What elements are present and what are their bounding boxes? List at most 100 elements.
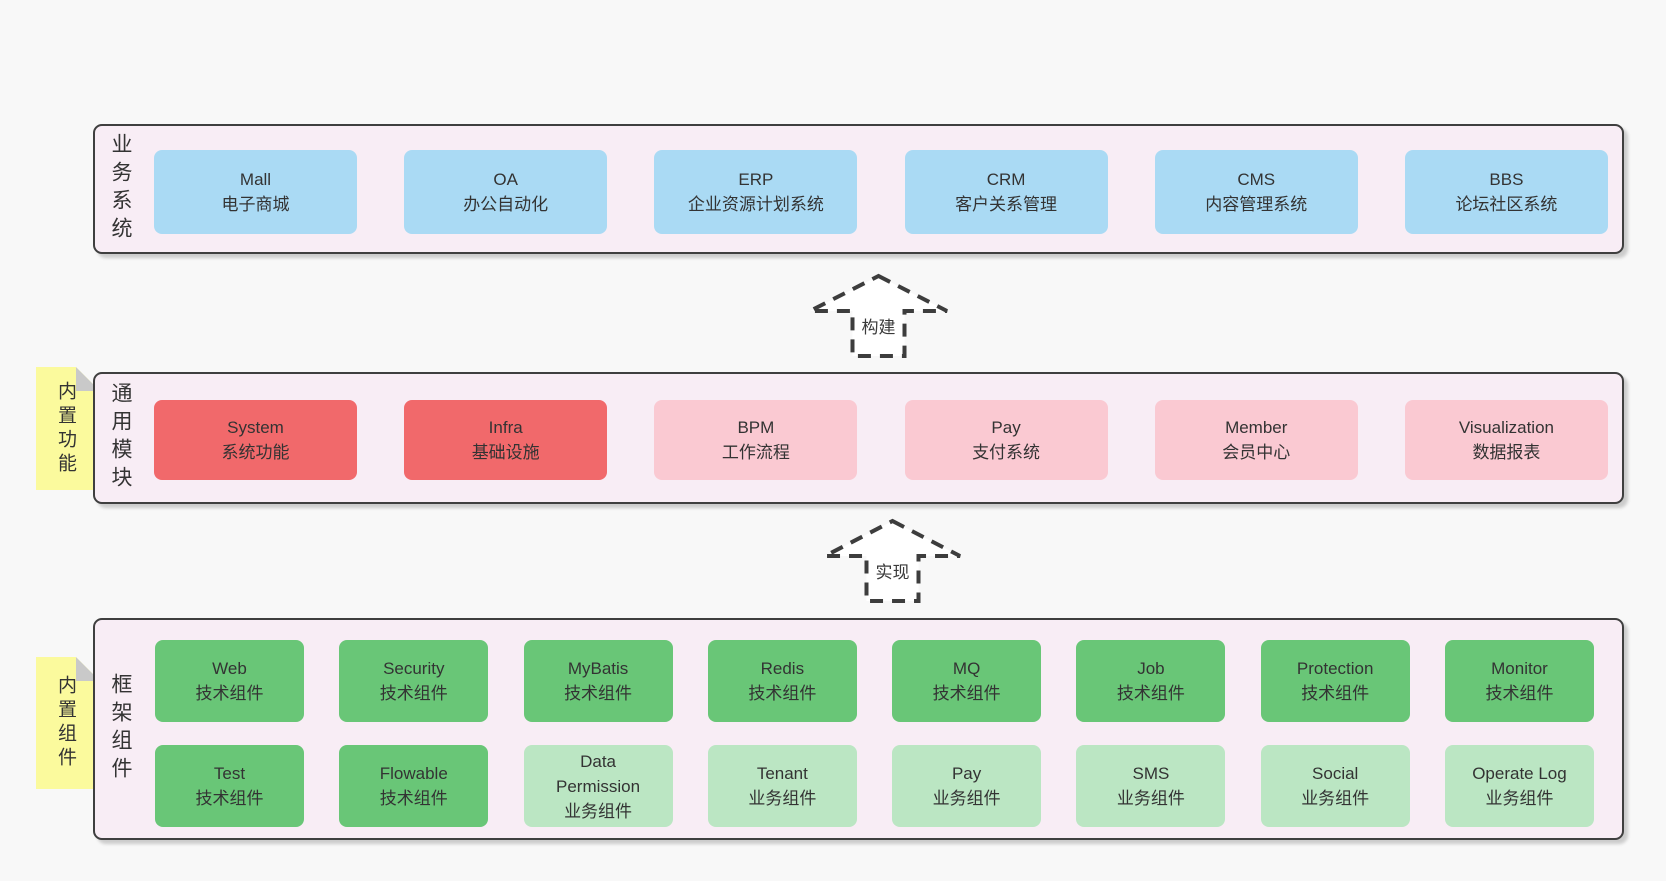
box-title: Data Permission: [556, 751, 641, 796]
box-tenant: Tenant 业务组件: [707, 745, 857, 827]
box-subtitle: 技术组件: [1485, 684, 1554, 703]
box-title: Job: [1137, 659, 1165, 678]
box-pay: Pay 支付系统: [904, 400, 1108, 480]
box-title: Member: [1225, 418, 1288, 437]
box-flowable: Flowable 技术组件: [339, 745, 489, 827]
box-title: CMS: [1237, 170, 1276, 189]
sticky-note-builtin-features: 内置功能: [36, 367, 100, 490]
box-subtitle: 电子商城: [221, 195, 290, 214]
box-visualization: Visualization 数据报表: [1404, 400, 1608, 480]
box-subtitle: 工作流程: [721, 443, 790, 462]
box-subtitle: 业务组件: [1301, 789, 1370, 808]
band-label: 通用模块: [109, 382, 132, 494]
box-title: Tenant: [756, 764, 808, 783]
sticky-note-label: 内置功能: [55, 380, 76, 477]
box-system: System 系统功能: [154, 400, 357, 480]
box-mybatis: MyBatis 技术组件: [523, 640, 673, 722]
box-subtitle: 业务组件: [748, 789, 817, 808]
box-operate-log: Operate Log 业务组件: [1444, 745, 1594, 827]
implement-arrow: 实现: [822, 518, 963, 604]
box-subtitle: 论坛社区系统: [1455, 195, 1558, 214]
band-business-systems: 业务系统 Mall 电子商城 OA 办公自动化 ERP 企业资源计划系统 CRM 客户关系管理…: [93, 124, 1624, 254]
box-subtitle: 技术组件: [932, 684, 1001, 703]
box-title: System: [227, 418, 284, 437]
box-web: Web 技术组件: [155, 640, 304, 722]
box-title: MyBatis: [567, 659, 629, 678]
box-subtitle: 业务组件: [1116, 789, 1185, 808]
box-title: Social: [1312, 764, 1359, 783]
box-subtitle: 技术组件: [379, 789, 448, 808]
box-infra: Infra 基础设施: [404, 400, 608, 480]
box-subtitle: 技术组件: [195, 789, 264, 808]
box-title: Security: [383, 659, 445, 678]
box-redis: Redis 技术组件: [707, 640, 857, 722]
box-title: Flowable: [379, 764, 448, 783]
sticky-note-label: 内置组件: [55, 675, 76, 771]
box-subtitle: 业务组件: [564, 801, 633, 821]
box-subtitle: 基础设施: [471, 443, 540, 462]
box-subtitle: 系统功能: [221, 443, 290, 462]
band-box-row: Mall 电子商城 OA 办公自动化 ERP 企业资源计划系统 CRM 客户关系管理 CMS 内容…: [154, 150, 1608, 234]
box-subtitle: 办公自动化: [463, 195, 549, 214]
box-member: Member 会员中心: [1154, 400, 1358, 480]
box-title: Web: [212, 659, 247, 678]
box-mq: MQ 技术组件: [892, 640, 1042, 722]
box-test: Test 技术组件: [155, 745, 304, 827]
box-subtitle: 企业资源计划系统: [687, 195, 824, 214]
box-subtitle: 业务组件: [1485, 789, 1554, 808]
band-box-row: System 系统功能 Infra 基础设施 BPM 工作流程 Pay 支付系统 Member 会…: [154, 400, 1608, 480]
box-subtitle: 支付系统: [972, 443, 1041, 462]
box-subtitle: 技术组件: [1116, 684, 1185, 703]
box-title: Infra: [488, 418, 523, 437]
box-sms: SMS 业务组件: [1076, 745, 1226, 827]
box-subtitle: 技术组件: [1301, 684, 1370, 703]
box-data-permission: Data Permission 业务组件: [523, 745, 673, 827]
box-title: Visualization: [1458, 418, 1554, 437]
sticky-note-builtin-components: 内置组件: [36, 657, 100, 789]
box-mall: Mall 电子商城: [154, 150, 357, 234]
box-title: ERP: [738, 170, 774, 189]
box-title: Pay: [951, 764, 982, 783]
box-title: Monitor: [1491, 659, 1548, 678]
box-title: SMS: [1132, 764, 1170, 783]
box-subtitle: 技术组件: [748, 684, 817, 703]
box-erp: ERP 企业资源计划系统: [654, 150, 858, 234]
box-title: Mall: [239, 170, 272, 189]
box-title: Redis: [760, 659, 805, 678]
box-title: BBS: [1489, 170, 1524, 189]
box-bbs: BBS 论坛社区系统: [1404, 150, 1608, 234]
box-job: Job 技术组件: [1076, 640, 1226, 722]
box-social: Social 业务组件: [1260, 745, 1410, 827]
band-common-modules: 通用模块 System 系统功能 Infra 基础设施 BPM 工作流程 Pay 支付系统 Me…: [93, 372, 1624, 504]
box-bpm: BPM 工作流程: [654, 400, 858, 480]
band-label: 框架组件: [109, 673, 132, 785]
box-crm: CRM 客户关系管理: [904, 150, 1108, 234]
box-title: BPM: [737, 418, 775, 437]
box-subtitle: 技术组件: [195, 684, 264, 703]
box-title: Pay: [991, 418, 1021, 437]
box-title: MQ: [952, 659, 981, 678]
box-subtitle: 客户关系管理: [955, 195, 1058, 214]
box-subtitle: 内容管理系统: [1205, 195, 1308, 214]
box-title: Test: [213, 764, 246, 783]
band-label: 业务系统: [109, 133, 132, 245]
box-subtitle: 数据报表: [1472, 443, 1541, 462]
box-subtitle: 技术组件: [564, 684, 633, 703]
implement-arrow-label: 实现: [873, 558, 912, 583]
box-oa: OA 办公自动化: [404, 150, 608, 234]
build-arrow: 构建: [807, 273, 950, 359]
box-title: Protection: [1296, 659, 1374, 678]
box-title: CRM: [986, 170, 1026, 189]
box-title: Operate Log: [1472, 764, 1567, 783]
box-protection: Protection 技术组件: [1260, 640, 1410, 722]
box-title: OA: [493, 170, 518, 189]
box-monitor: Monitor 技术组件: [1444, 640, 1594, 722]
box-cms: CMS 内容管理系统: [1154, 150, 1358, 234]
box-subtitle: 会员中心: [1222, 443, 1291, 462]
